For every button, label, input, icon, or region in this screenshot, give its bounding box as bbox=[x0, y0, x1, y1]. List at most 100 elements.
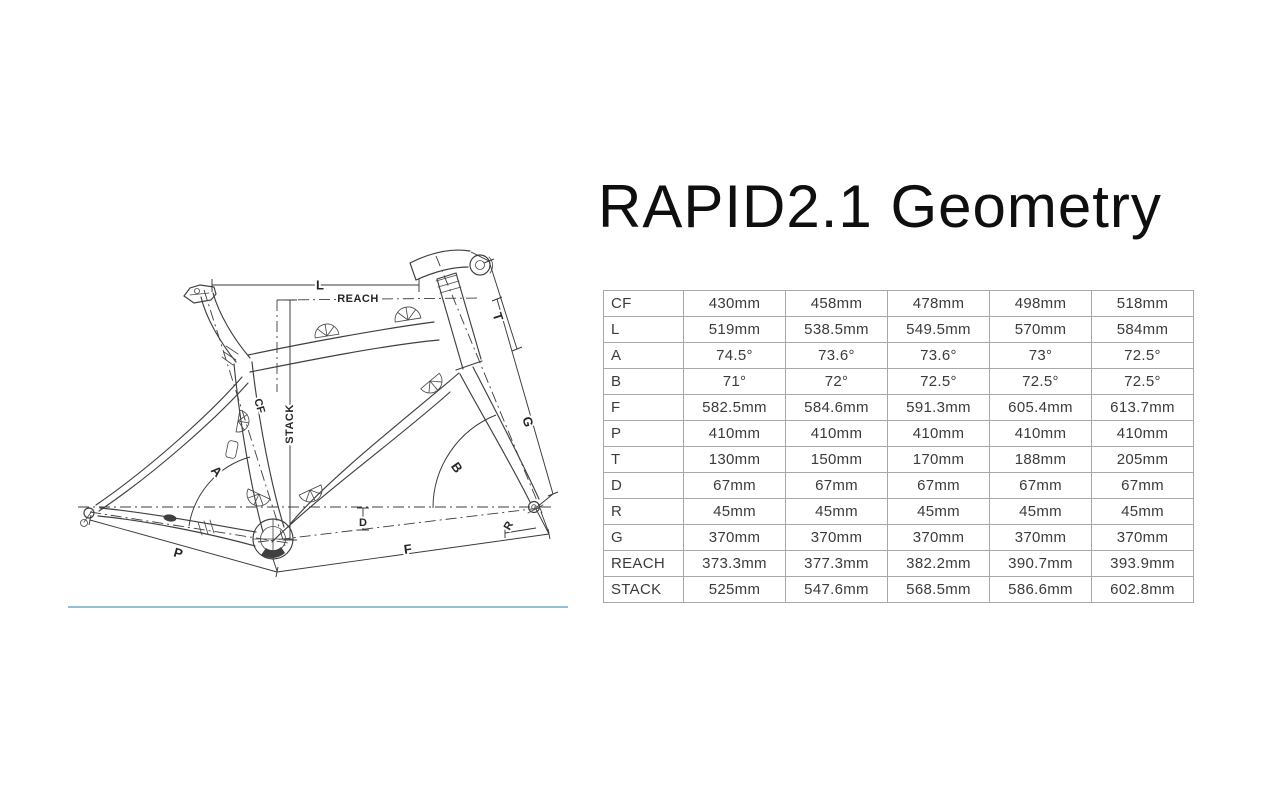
table-row: F 582.5mm 584.6mm 591.3mm 605.4mm 613.7m… bbox=[603, 394, 1194, 421]
spec-cell: 170mm bbox=[887, 446, 990, 473]
row-label: F bbox=[603, 394, 684, 421]
spec-cell: 478mm bbox=[887, 290, 990, 317]
spec-cell: 130mm bbox=[683, 446, 786, 473]
spec-cell: 584mm bbox=[1091, 316, 1194, 343]
row-label: D bbox=[603, 472, 684, 499]
spec-cell: 602.8mm bbox=[1091, 576, 1194, 603]
spec-cell: 188mm bbox=[989, 446, 1092, 473]
spec-cell: 72.5° bbox=[989, 368, 1092, 395]
table-row: REACH 373.3mm 377.3mm 382.2mm 390.7mm 39… bbox=[603, 550, 1194, 577]
spec-cell: 205mm bbox=[1091, 446, 1194, 473]
spec-cell: 370mm bbox=[989, 524, 1092, 551]
spec-cell: 73.6° bbox=[887, 342, 990, 369]
spec-cell: 370mm bbox=[1091, 524, 1194, 551]
spec-cell: 591.3mm bbox=[887, 394, 990, 421]
cable-port-fans bbox=[235, 306, 443, 507]
dim-label-cf: CF bbox=[251, 397, 267, 415]
spec-cell: 382.2mm bbox=[887, 550, 990, 577]
spec-cell: 72.5° bbox=[887, 368, 990, 395]
row-label: L bbox=[603, 316, 684, 343]
dim-label-t: T bbox=[490, 311, 507, 323]
spec-cell: 45mm bbox=[683, 498, 786, 525]
spec-cell: 67mm bbox=[887, 472, 990, 499]
spec-cell: 45mm bbox=[989, 498, 1092, 525]
spec-cell: 584.6mm bbox=[785, 394, 888, 421]
spec-cell: 45mm bbox=[785, 498, 888, 525]
spec-cell: 549.5mm bbox=[887, 316, 990, 343]
spec-cell: 72.5° bbox=[1091, 368, 1194, 395]
row-label: REACH bbox=[603, 550, 684, 577]
spec-cell: 370mm bbox=[683, 524, 786, 551]
spec-cell: 74.5° bbox=[683, 342, 786, 369]
spec-cell: 45mm bbox=[1091, 498, 1194, 525]
spec-cell: 45mm bbox=[887, 498, 990, 525]
spec-cell: 410mm bbox=[683, 420, 786, 447]
spec-cell: 582.5mm bbox=[683, 394, 786, 421]
spec-cell: 568.5mm bbox=[887, 576, 990, 603]
dim-label-d: D bbox=[359, 517, 367, 529]
spec-cell: 458mm bbox=[785, 290, 888, 317]
axis-lines bbox=[78, 255, 552, 547]
table-row: B 71° 72° 72.5° 72.5° 72.5° bbox=[603, 368, 1194, 395]
spec-cell: 67mm bbox=[989, 472, 1092, 499]
spec-cell: 393.9mm bbox=[1091, 550, 1194, 577]
spec-cell: 150mm bbox=[785, 446, 888, 473]
frame-outline bbox=[80, 249, 544, 560]
table-row: STACK 525mm 547.6mm 568.5mm 586.6mm 602.… bbox=[603, 576, 1194, 603]
spec-cell: 410mm bbox=[887, 420, 990, 447]
dim-label-b: B bbox=[448, 459, 466, 475]
spec-cell: 605.4mm bbox=[989, 394, 1092, 421]
spec-cell: 67mm bbox=[785, 472, 888, 499]
geometry-table: CF 430mm 458mm 478mm 498mm 518mm L 519mm… bbox=[603, 290, 1194, 603]
spec-cell: 73° bbox=[989, 342, 1092, 369]
spec-cell: 498mm bbox=[989, 290, 1092, 317]
spec-cell: 67mm bbox=[1091, 472, 1194, 499]
spec-cell: 370mm bbox=[785, 524, 888, 551]
row-label: B bbox=[603, 368, 684, 395]
dim-label-r: R bbox=[502, 519, 516, 532]
table-row: R 45mm 45mm 45mm 45mm 45mm bbox=[603, 498, 1194, 525]
dim-label-f: F bbox=[403, 541, 413, 557]
spec-cell: 370mm bbox=[887, 524, 990, 551]
row-label: T bbox=[603, 446, 684, 473]
row-label: R bbox=[603, 498, 684, 525]
table-row: D 67mm 67mm 67mm 67mm 67mm bbox=[603, 472, 1194, 499]
spec-cell: 430mm bbox=[683, 290, 786, 317]
spec-cell: 613.7mm bbox=[1091, 394, 1194, 421]
table-row: L 519mm 538.5mm 549.5mm 570mm 584mm bbox=[603, 316, 1194, 343]
spec-cell: 410mm bbox=[1091, 420, 1194, 447]
spec-cell: 67mm bbox=[683, 472, 786, 499]
dimension-lines bbox=[88, 251, 559, 578]
table-row: CF 430mm 458mm 478mm 498mm 518mm bbox=[603, 290, 1194, 317]
spec-cell: 73.6° bbox=[785, 342, 888, 369]
table-row: A 74.5° 73.6° 73.6° 73° 72.5° bbox=[603, 342, 1194, 369]
spec-cell: 410mm bbox=[785, 420, 888, 447]
spec-cell: 586.6mm bbox=[989, 576, 1092, 603]
spec-cell: 72.5° bbox=[1091, 342, 1194, 369]
row-label: G bbox=[603, 524, 684, 551]
spec-cell: 518mm bbox=[1091, 290, 1194, 317]
table-row: T 130mm 150mm 170mm 188mm 205mm bbox=[603, 446, 1194, 473]
dim-label-stack: STACK bbox=[284, 404, 296, 444]
spec-cell: 570mm bbox=[989, 316, 1092, 343]
dimension-labels: L REACH STACK A B CF G T D P F R bbox=[170, 275, 539, 563]
spec-cell: 547.6mm bbox=[785, 576, 888, 603]
spec-cell: 390.7mm bbox=[989, 550, 1092, 577]
dim-label-p: P bbox=[172, 545, 185, 562]
row-label: P bbox=[603, 420, 684, 447]
dim-label-reach: REACH bbox=[337, 293, 379, 305]
spec-cell: 71° bbox=[683, 368, 786, 395]
spec-cell: 377.3mm bbox=[785, 550, 888, 577]
spec-cell: 373.3mm bbox=[683, 550, 786, 577]
row-label: STACK bbox=[603, 576, 684, 603]
spec-cell: 538.5mm bbox=[785, 316, 888, 343]
dim-label-l: L bbox=[316, 277, 324, 292]
table-row: G 370mm 370mm 370mm 370mm 370mm bbox=[603, 524, 1194, 551]
spec-cell: 410mm bbox=[989, 420, 1092, 447]
table-row: P 410mm 410mm 410mm 410mm 410mm bbox=[603, 420, 1194, 447]
page-title: RAPID2.1 Geometry bbox=[598, 173, 1162, 240]
spec-cell: 519mm bbox=[683, 316, 786, 343]
dim-label-a: A bbox=[208, 463, 226, 480]
